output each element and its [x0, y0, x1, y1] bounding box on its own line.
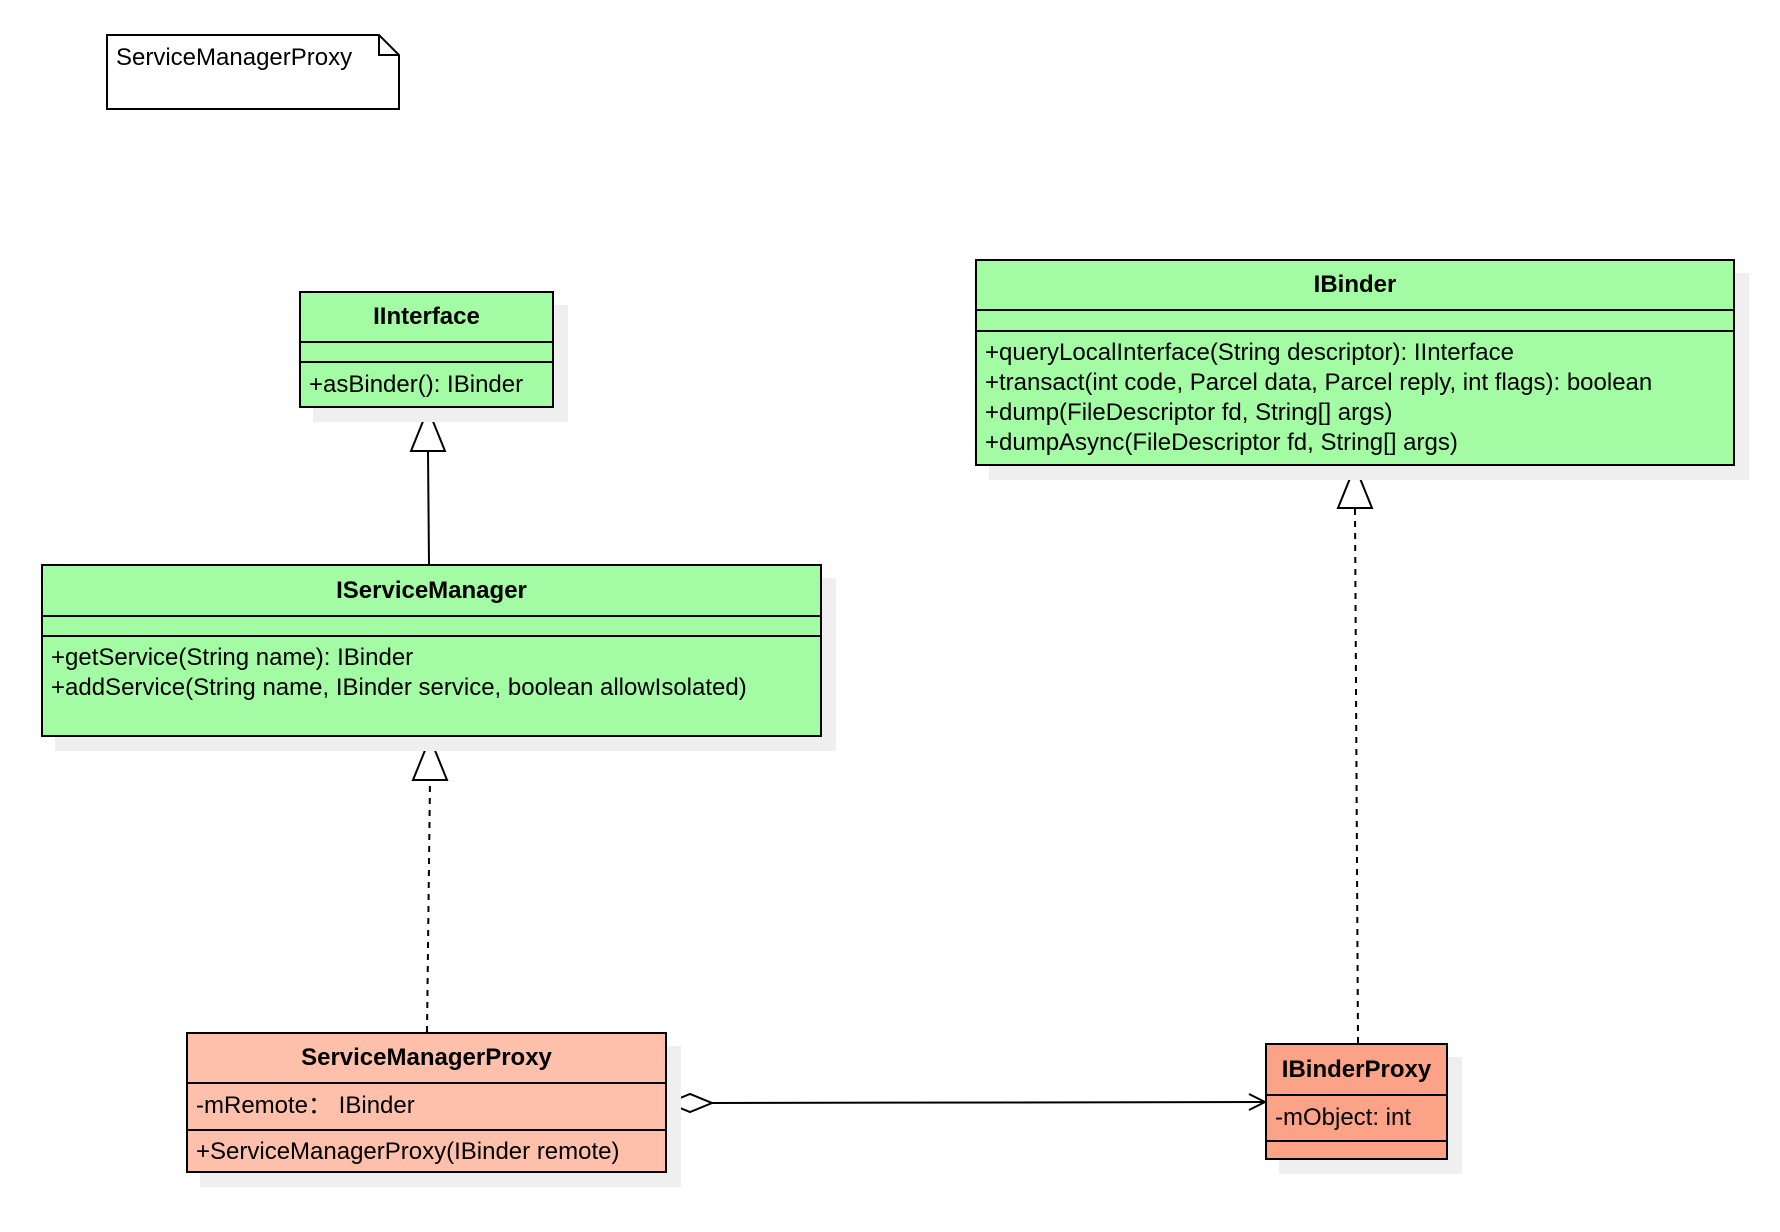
- class-servicemanagerproxy[interactable]: ServiceManagerProxy -mRemote： IBinder +S…: [186, 1032, 667, 1173]
- methods-section: +asBinder(): IBinder: [301, 363, 552, 400]
- aggregation-servicemanagerproxy-to-ibinderproxy: [665, 1092, 1268, 1114]
- class-name: IBinder: [977, 261, 1733, 311]
- method: +dump(FileDescriptor fd, String[] args): [985, 399, 1393, 426]
- generalization-iservicemanager-to-iinterface: [409, 406, 447, 566]
- note-text: ServiceManagerProxy: [116, 44, 353, 71]
- attributes-section: [977, 311, 1733, 332]
- realization-servicemanagerproxy-to-iservicemanager: [411, 735, 449, 1033]
- attributes-section: -mObject: int: [1267, 1096, 1446, 1142]
- class-ibinder[interactable]: IBinder +queryLocalInterface(String desc…: [975, 259, 1735, 466]
- diagram-note: ServiceManagerProxy: [106, 34, 400, 110]
- methods-section: +getService(String name): IBinder +addSe…: [43, 637, 820, 703]
- methods-section: +queryLocalInterface(String descriptor):…: [977, 332, 1733, 458]
- class-name: IServiceManager: [43, 566, 820, 617]
- class-name: IBinderProxy: [1267, 1045, 1446, 1096]
- note-shape: [106, 34, 400, 110]
- class-ibinderproxy[interactable]: IBinderProxy -mObject: int: [1265, 1043, 1448, 1160]
- attributes-section: [301, 343, 552, 363]
- method: +addService(String name, IBinder service…: [51, 674, 747, 701]
- methods-section: +ServiceManagerProxy(IBinder remote): [188, 1131, 665, 1167]
- class-iinterface[interactable]: IInterface +asBinder(): IBinder: [299, 291, 554, 408]
- attribute: -mRemote： IBinder: [196, 1092, 415, 1119]
- method: +transact(int code, Parcel data, Parcel …: [985, 369, 1653, 396]
- attributes-section: [43, 617, 820, 637]
- method: +getService(String name): IBinder: [51, 644, 414, 671]
- attribute: -mObject: int: [1275, 1104, 1412, 1131]
- method: +ServiceManagerProxy(IBinder remote): [196, 1138, 620, 1165]
- method: +queryLocalInterface(String descriptor):…: [985, 339, 1514, 366]
- class-name: ServiceManagerProxy: [188, 1034, 665, 1084]
- class-iservicemanager[interactable]: IServiceManager +getService(String name)…: [41, 564, 822, 737]
- realization-ibinderproxy-to-ibinder: [1336, 463, 1374, 1044]
- method: +dumpAsync(FileDescriptor fd, String[] a…: [985, 429, 1458, 456]
- class-name: IInterface: [301, 293, 552, 343]
- method: +asBinder(): IBinder: [309, 371, 524, 398]
- attributes-section: -mRemote： IBinder: [188, 1084, 665, 1131]
